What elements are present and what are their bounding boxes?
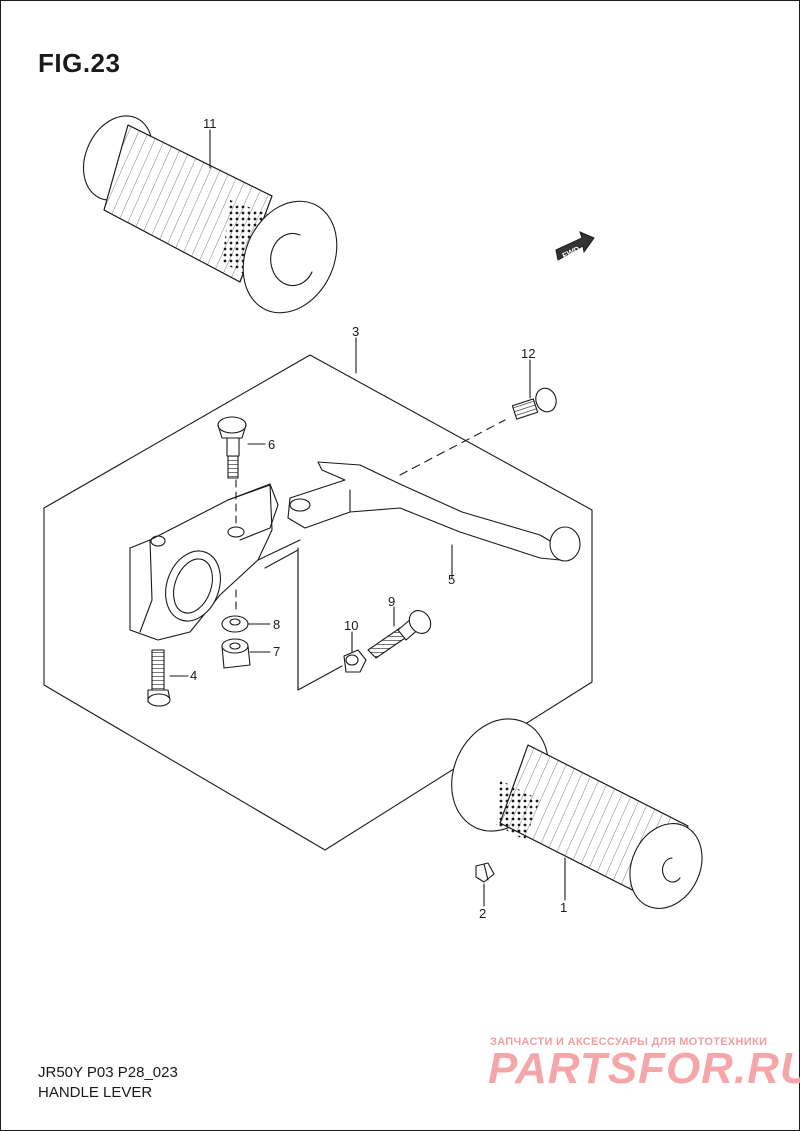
- lever-holder: [129, 483, 301, 641]
- watermark-caption: ЗАПЧАСТИ И АКСЕССУАРЫ ДЛЯ МОТОТЕХНИКИ: [490, 1036, 768, 1048]
- part-label-1: 1: [560, 900, 567, 915]
- washer-part-8: [221, 615, 249, 633]
- nut-part-7: [221, 638, 251, 669]
- grip-part-11: [82, 115, 338, 314]
- bolt-part-6: [217, 416, 247, 479]
- bolt-part-4: [147, 649, 171, 707]
- part-label-9: 9: [388, 594, 395, 609]
- part-label-6: 6: [268, 437, 275, 452]
- watermark-logo: PARTSFOR.RU: [488, 1044, 800, 1093]
- fwd-direction-badge: FWD: [555, 231, 595, 261]
- screw-part-12: [511, 387, 557, 420]
- part-label-2: 2: [479, 906, 486, 921]
- section-title: HANDLE LEVER: [38, 1084, 153, 1101]
- part-label-4: 4: [190, 668, 197, 683]
- part-label-8: 8: [273, 617, 280, 632]
- assembly-outline-part-3: [43, 354, 593, 851]
- plug-part-2: [475, 862, 495, 883]
- bolt-part-9: [367, 610, 432, 659]
- figure-title: FIG.23: [38, 48, 121, 78]
- part-label-12: 12: [521, 346, 535, 361]
- grip-part-1: [451, 718, 703, 909]
- nut-part-10: [343, 649, 367, 673]
- part-label-7: 7: [273, 644, 280, 659]
- part-label-5: 5: [448, 572, 455, 587]
- part-label-11: 11: [203, 116, 217, 131]
- part-label-10: 10: [344, 618, 358, 633]
- model-code: JR50Y P03 P28_023: [38, 1064, 178, 1081]
- lever-part-5: [287, 461, 581, 562]
- part-label-3: 3: [352, 324, 359, 339]
